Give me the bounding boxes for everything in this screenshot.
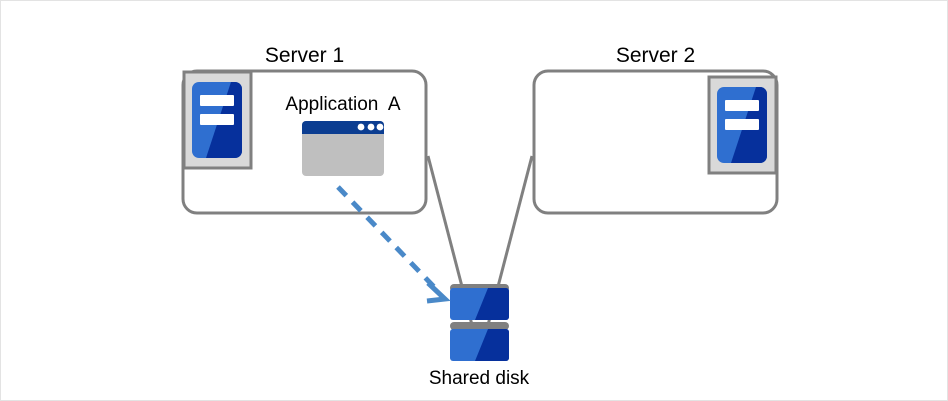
dataflow-arrow xyxy=(336,185,451,304)
server-2-icon xyxy=(707,75,778,175)
application-window-icon xyxy=(302,121,384,176)
server-1-icon xyxy=(182,70,253,170)
server-2-label: Server 2 xyxy=(615,44,696,67)
shared-disk-label: Shared disk xyxy=(428,368,530,389)
application-a-label: Application A xyxy=(285,94,401,115)
server-1-label: Server 1 xyxy=(264,44,345,67)
shared-disk-icon xyxy=(450,284,509,361)
